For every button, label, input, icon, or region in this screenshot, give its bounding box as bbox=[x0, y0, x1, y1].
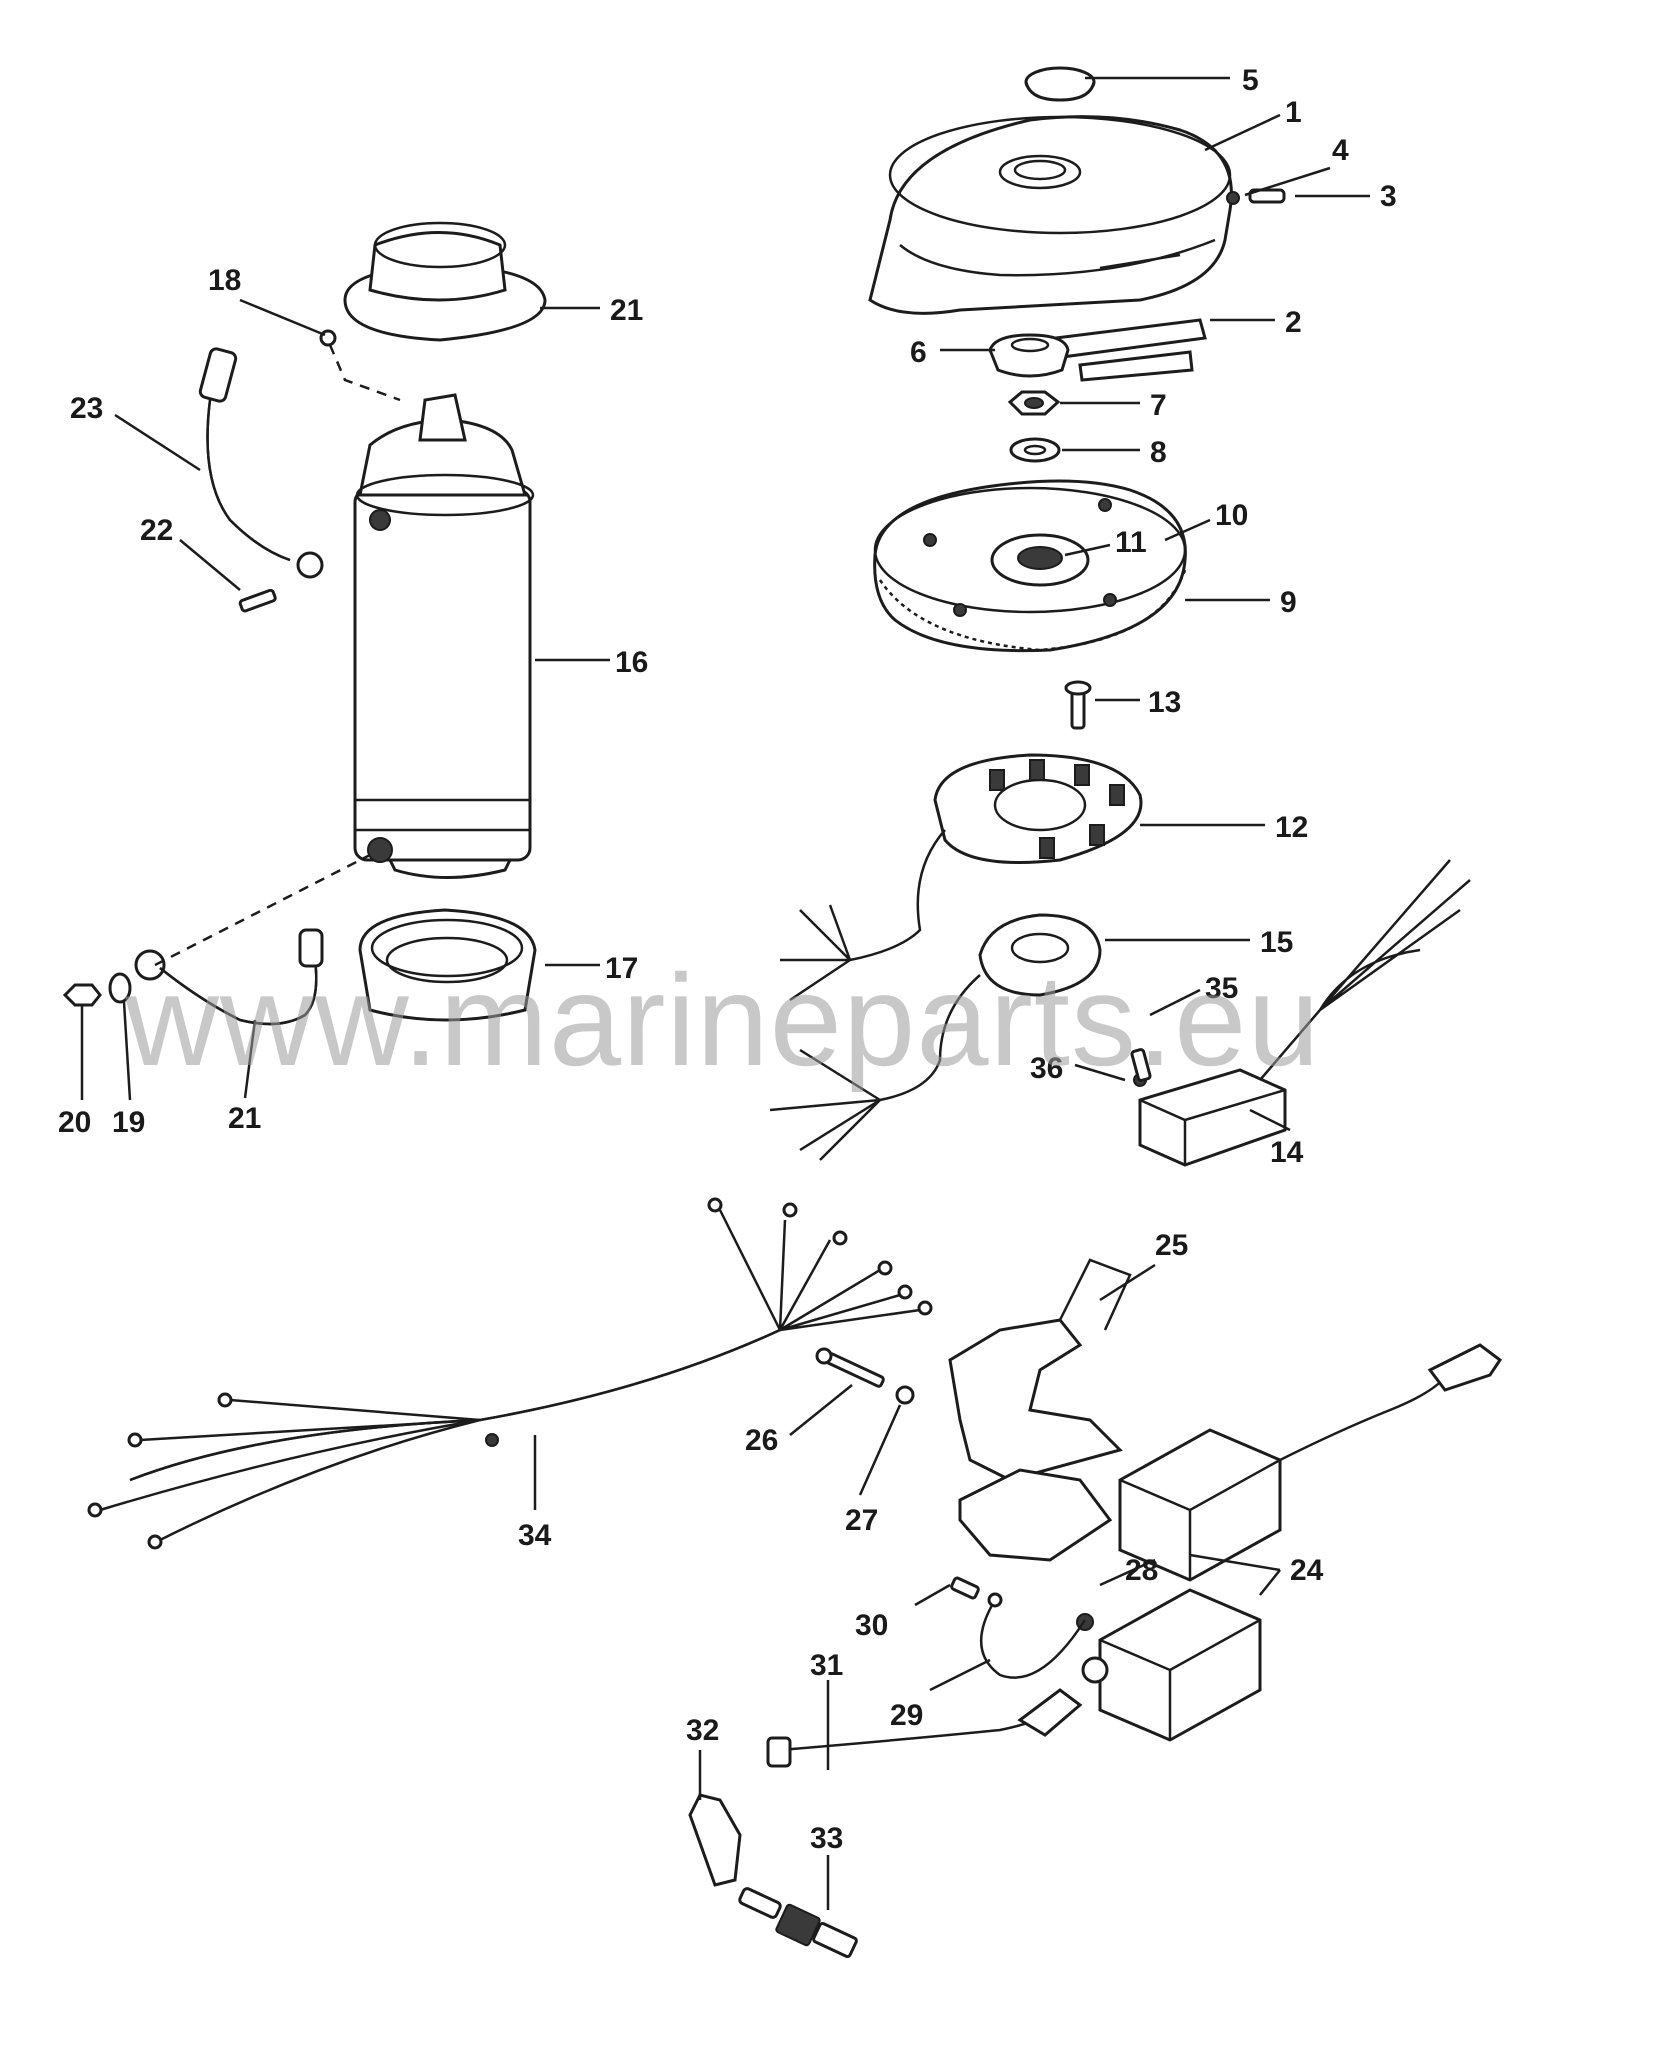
callout-21-lower: 21 bbox=[228, 1102, 261, 1135]
callout-20: 20 bbox=[58, 1106, 91, 1139]
callout-1: 1 bbox=[1285, 96, 1302, 129]
callout-18: 18 bbox=[208, 264, 241, 297]
callout-24: 24 bbox=[1290, 1554, 1324, 1587]
leader-lines bbox=[80, 76, 1370, 1910]
callout-9: 9 bbox=[1280, 586, 1297, 619]
callout-12: 12 bbox=[1275, 811, 1308, 844]
callout-21-upper: 21 bbox=[610, 294, 643, 327]
ignition-coil-lower-part bbox=[1081, 1588, 1262, 1742]
callout-23: 23 bbox=[70, 392, 103, 425]
callout-2: 2 bbox=[1285, 306, 1302, 339]
ignition-coil-upper-part bbox=[1118, 1343, 1503, 1582]
stator-part bbox=[780, 753, 1143, 1002]
assembly-line bbox=[154, 853, 371, 967]
bolt-part bbox=[1064, 680, 1092, 730]
callout-7: 7 bbox=[1150, 389, 1167, 422]
ground-wire-part bbox=[980, 1592, 1087, 1679]
callout-6: 6 bbox=[910, 336, 927, 369]
high-tension-lead-part bbox=[766, 1688, 1083, 1768]
negative-cable-part bbox=[134, 928, 324, 1026]
bolt-part bbox=[815, 1347, 885, 1388]
bushing-part bbox=[988, 333, 1070, 378]
callout-19: 19 bbox=[112, 1106, 145, 1139]
callout-26: 26 bbox=[745, 1424, 778, 1457]
washer-part bbox=[108, 972, 132, 1004]
screw-part bbox=[950, 1576, 980, 1600]
callout-30: 30 bbox=[855, 1609, 888, 1642]
callout-34: 34 bbox=[518, 1519, 552, 1552]
callout-15: 15 bbox=[1260, 926, 1293, 959]
callout-33: 33 bbox=[810, 1822, 843, 1855]
screw-part bbox=[1226, 188, 1286, 205]
callout-labels: 5 1 4 3 2 6 7 8 10 11 9 13 12 15 35 36 1… bbox=[58, 64, 1397, 1855]
callout-10: 10 bbox=[1215, 499, 1248, 532]
washer-part bbox=[895, 1385, 915, 1405]
upper-bracket-part bbox=[343, 221, 547, 342]
lower-bracket-part bbox=[358, 908, 537, 1022]
flywheel-cover-part bbox=[868, 115, 1233, 315]
callout-16: 16 bbox=[615, 646, 648, 679]
callout-35: 35 bbox=[1205, 972, 1238, 1005]
positive-cable-part bbox=[198, 347, 324, 579]
callout-13: 13 bbox=[1148, 686, 1181, 719]
callout-3: 3 bbox=[1380, 180, 1397, 213]
callout-14: 14 bbox=[1270, 1136, 1304, 1169]
callout-36: 36 bbox=[1030, 1052, 1063, 1085]
callout-29: 29 bbox=[890, 1699, 923, 1732]
coil-bracket-part bbox=[948, 1258, 1132, 1562]
callout-5: 5 bbox=[1242, 64, 1259, 97]
wiring-harness-part bbox=[87, 1197, 933, 1550]
callout-25: 25 bbox=[1155, 1229, 1188, 1262]
flywheel-part bbox=[873, 479, 1187, 653]
screw-part bbox=[238, 588, 277, 613]
watermark-text: www.marineparts.eu bbox=[124, 947, 1321, 1093]
callout-11: 11 bbox=[1115, 526, 1147, 559]
starter-motor-part bbox=[353, 393, 535, 879]
callout-32: 32 bbox=[686, 1714, 719, 1747]
callout-17: 17 bbox=[605, 952, 638, 985]
nut-part bbox=[62, 983, 102, 1007]
spark-plug-part bbox=[738, 1887, 858, 1959]
callout-27: 27 bbox=[845, 1504, 878, 1537]
cap-part bbox=[1024, 66, 1096, 102]
callout-28: 28 bbox=[1125, 1554, 1158, 1587]
trigger-part bbox=[769, 913, 1102, 1161]
assembly-line bbox=[328, 344, 401, 402]
callout-31: 31 bbox=[810, 1649, 843, 1682]
washer-part bbox=[1009, 437, 1061, 463]
callout-22: 22 bbox=[140, 514, 173, 547]
nut-part bbox=[1007, 390, 1061, 416]
switch-box-part bbox=[1130, 859, 1471, 1167]
callout-8: 8 bbox=[1150, 436, 1167, 469]
spark-plug-boot-part bbox=[688, 1793, 742, 1887]
callout-4: 4 bbox=[1332, 134, 1349, 167]
